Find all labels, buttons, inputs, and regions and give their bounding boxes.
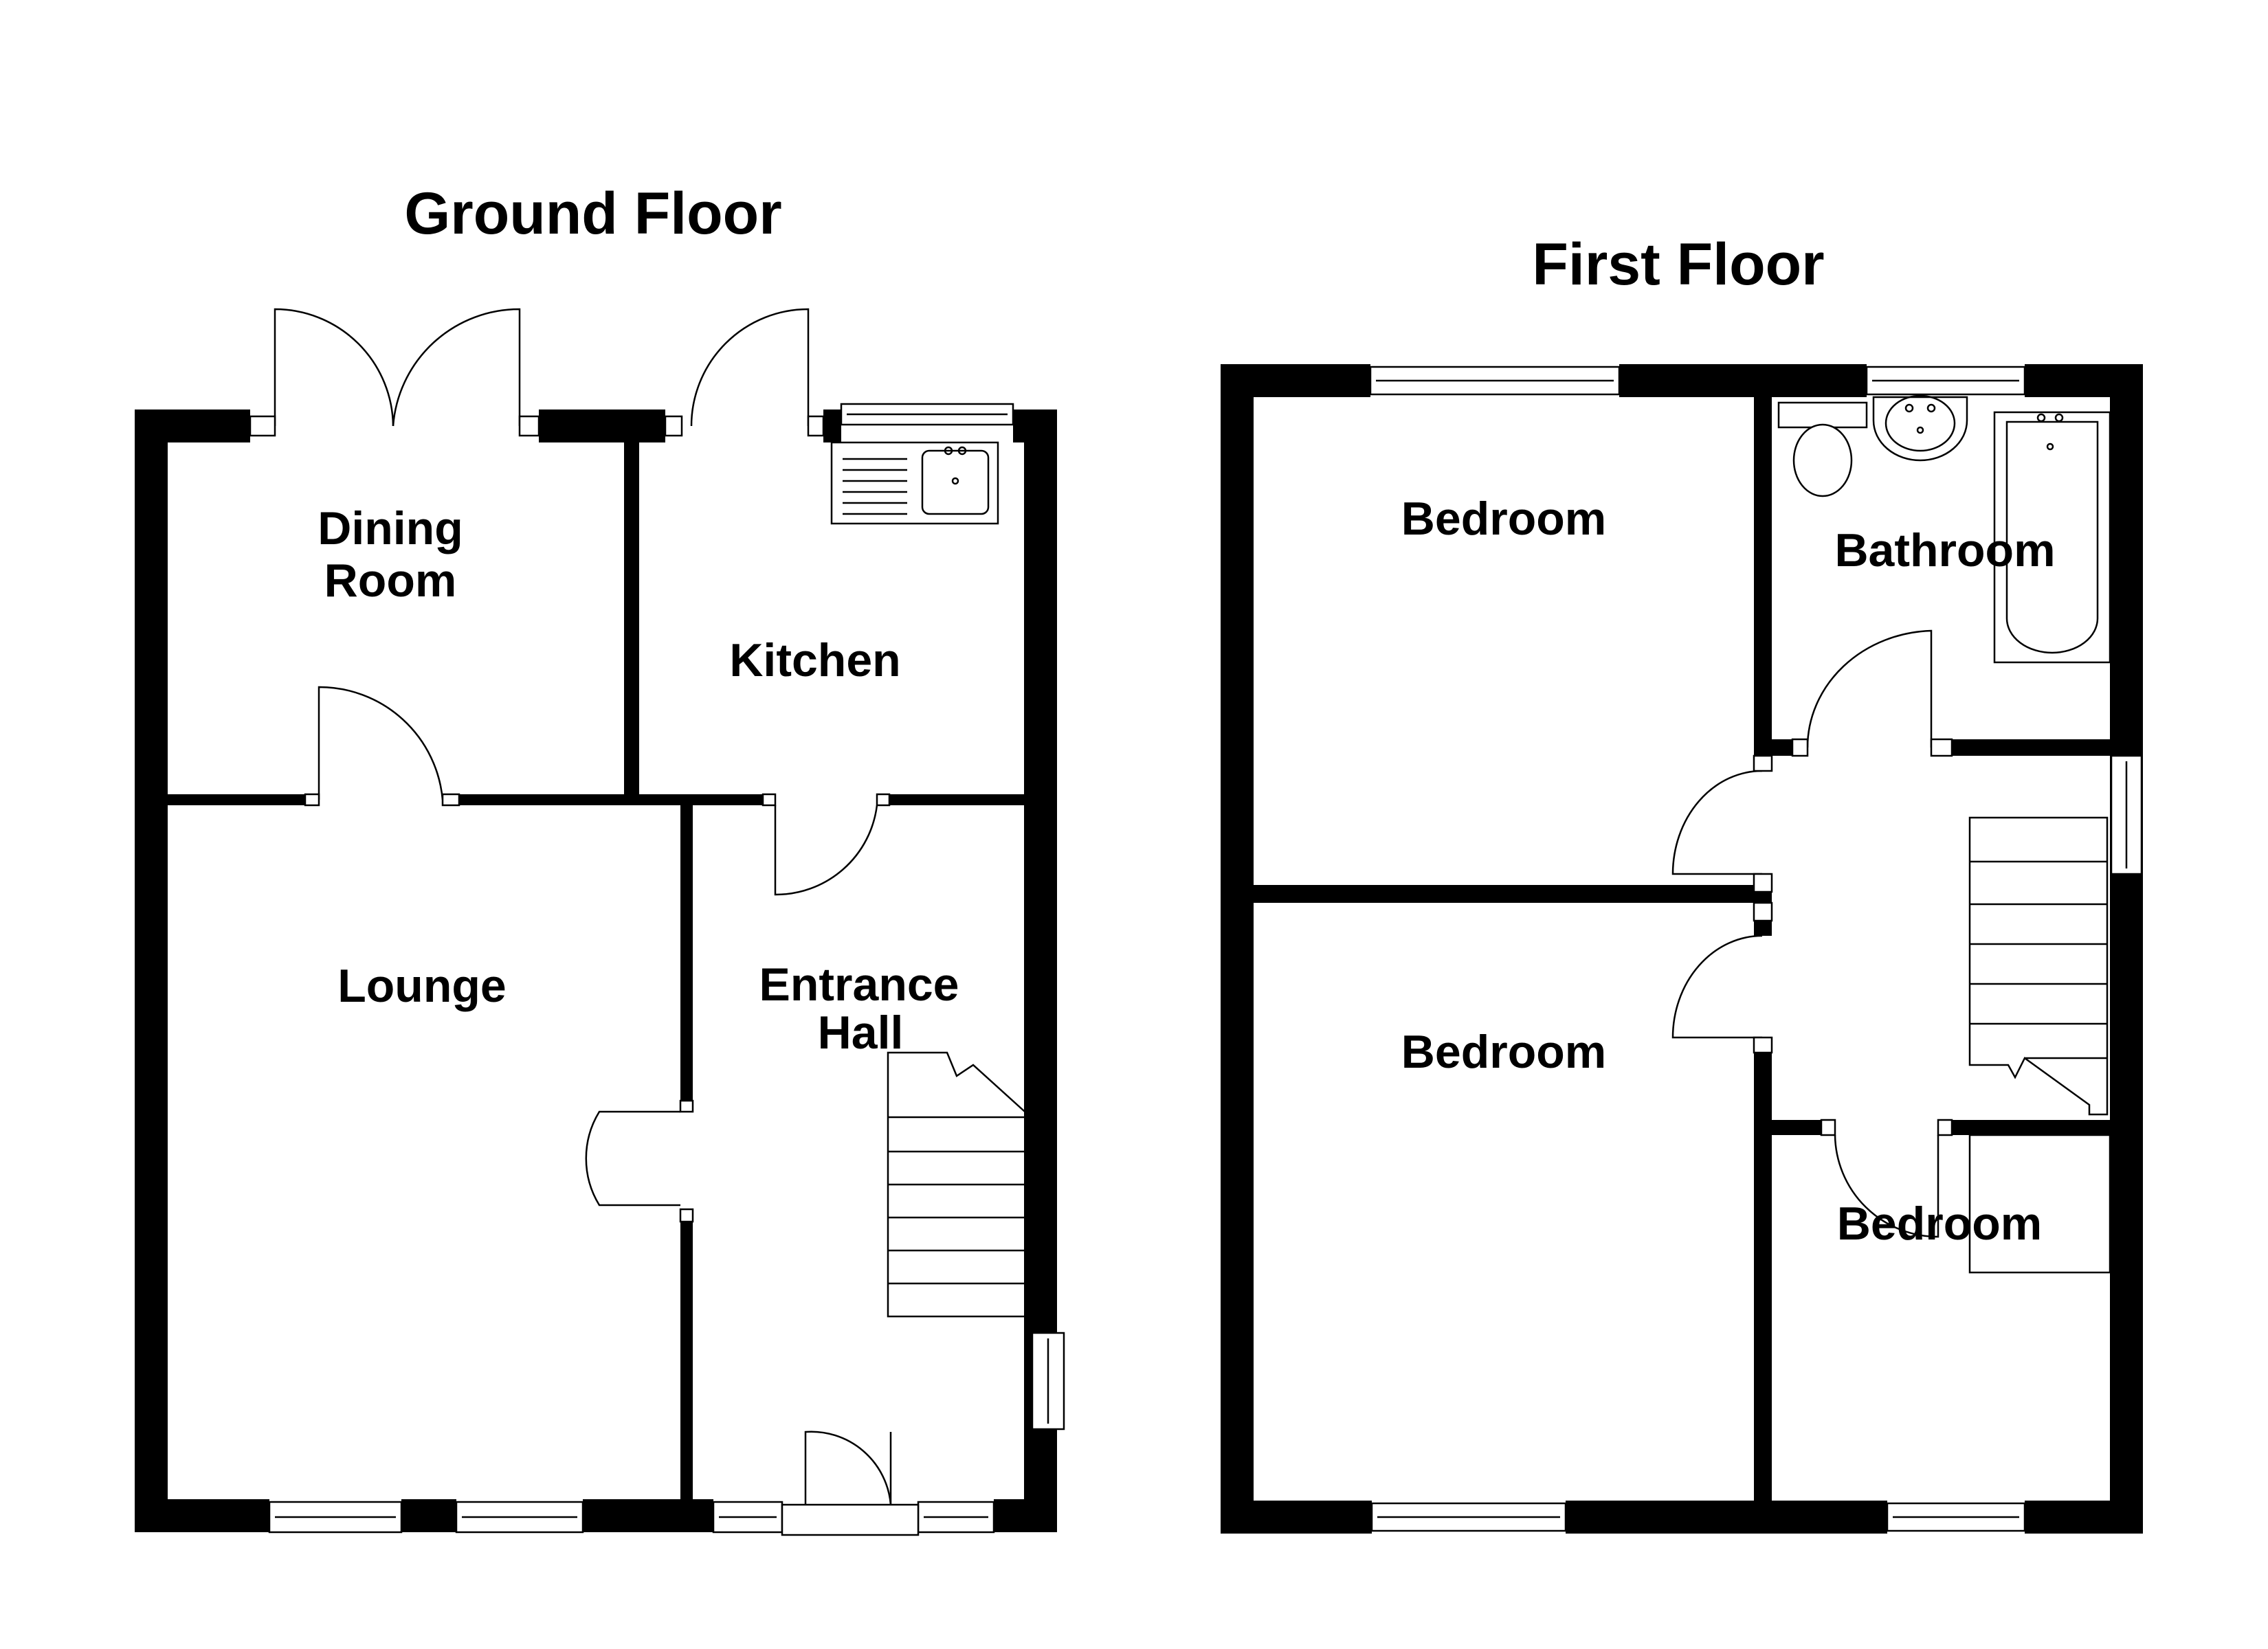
lounge-label: Lounge — [337, 960, 507, 1012]
basin-icon — [1872, 394, 1968, 462]
kitchen-label: Kitchen — [729, 634, 900, 686]
hall-side-window — [1031, 1332, 1065, 1431]
bedroom-2-window — [1370, 1502, 1567, 1532]
bedroom-3-window — [1886, 1502, 2026, 1532]
bedroom-1-door — [1671, 754, 1773, 893]
bedroom-1-window — [1369, 366, 1621, 396]
bathroom-window — [1865, 366, 2026, 396]
hall-window-left — [712, 1501, 783, 1534]
landing-window — [2110, 754, 2143, 875]
kitchen-hall-door — [761, 793, 891, 896]
ground-staircase — [887, 1051, 1038, 1318]
first-floor-plan — [1221, 364, 2143, 1534]
bedroom-2-door — [1671, 901, 1773, 1054]
lounge-hall-door — [585, 1099, 694, 1223]
entrance-hall-label-line2: Hall — [818, 1007, 904, 1059]
first-floor-title: First Floor — [1532, 232, 1824, 298]
ground-floor-plan — [135, 308, 1065, 1536]
lounge-window-right — [455, 1501, 584, 1534]
lounge-window-left — [268, 1501, 403, 1534]
bedroom-3-cupboard — [1968, 1134, 2111, 1274]
bathroom-door — [1791, 629, 1953, 757]
bedroom-3-door — [1820, 1119, 1953, 1238]
dining-room-label: Dining — [318, 502, 463, 554]
kitchen-window — [840, 403, 1014, 426]
bedroom-3-label: Bedroom — [1837, 1198, 2042, 1250]
dining-lounge-door — [304, 686, 460, 807]
dining-french-doors — [249, 308, 540, 437]
bathroom-label: Bathroom — [1834, 524, 2055, 576]
sink-icon — [830, 441, 999, 525]
toilet-icon — [1777, 401, 1868, 497]
bedroom-1-label: Bedroom — [1401, 493, 1606, 545]
bedroom-2-label: Bedroom — [1401, 1026, 1606, 1078]
front-door — [781, 1431, 920, 1536]
entrance-hall-label: Entrance — [759, 958, 959, 1011]
hall-window-right — [917, 1501, 995, 1534]
dining-room-label-line2: Room — [324, 554, 457, 607]
ground-floor-title: Ground Floor — [404, 181, 781, 247]
first-staircase — [1968, 816, 2109, 1116]
bath-icon — [1993, 411, 2111, 664]
kitchen-back-door — [664, 308, 825, 437]
